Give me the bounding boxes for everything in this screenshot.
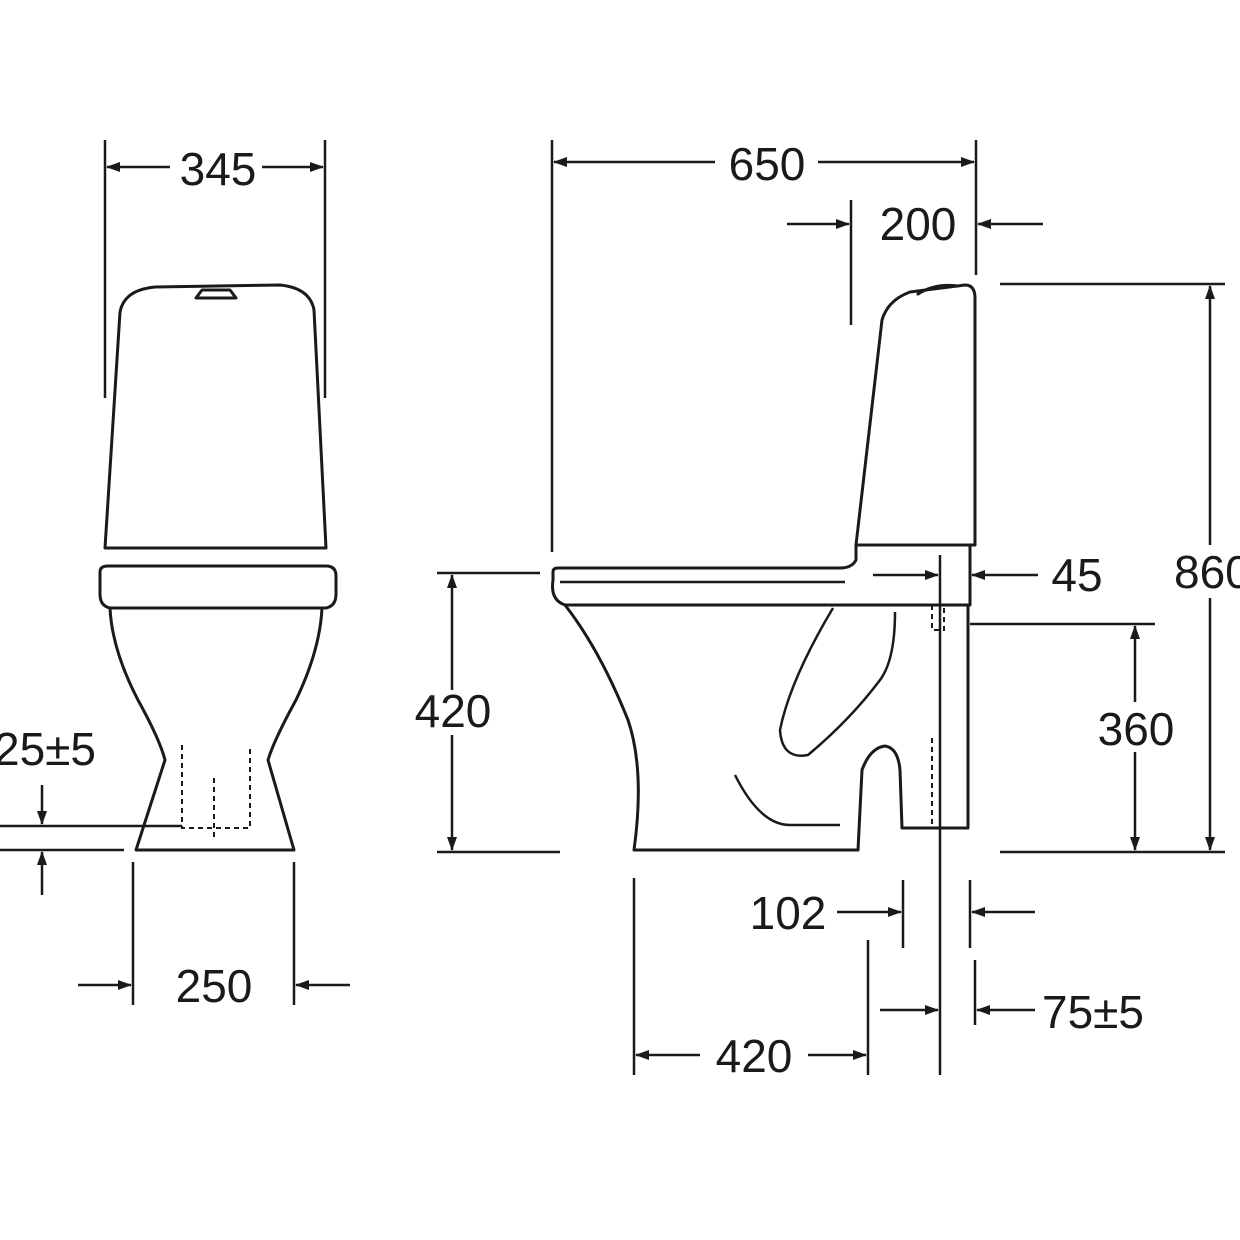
side-bowl — [563, 603, 970, 852]
dim-total-height: 860 — [1174, 546, 1240, 598]
dim-seat-height: 420 — [415, 685, 492, 737]
side-tank — [854, 283, 977, 547]
front-bowl — [108, 606, 324, 852]
front-view — [98, 283, 338, 852]
side-trapway — [778, 607, 897, 757]
dim-width-base: 250 — [176, 960, 253, 1012]
dim-inlet-height: 360 — [1098, 703, 1175, 755]
dim-length: 650 — [729, 138, 806, 190]
front-hidden-outlet — [181, 745, 251, 840]
dim-outlet-offset: 75±5 — [1042, 986, 1144, 1038]
side-flush-button — [916, 283, 960, 296]
dim-width-top: 345 — [180, 143, 257, 195]
dim-wall-gap: 45 — [1051, 549, 1102, 601]
dim-foot-length: 420 — [716, 1030, 793, 1082]
side-dimensions: 650 200 45 420 860 360 102 — [415, 138, 1240, 1082]
side-seat — [551, 543, 972, 607]
flush-button — [194, 288, 238, 300]
side-view — [551, 283, 977, 852]
dim-outlet-height: 25±5 — [0, 723, 96, 775]
side-hidden-bolt — [931, 605, 945, 631]
front-tank — [103, 283, 328, 550]
dim-tank-depth: 200 — [880, 198, 957, 250]
front-dimensions: 345 25±5 250 — [0, 140, 350, 1012]
front-seat — [98, 564, 338, 610]
side-inner-curve — [733, 774, 840, 827]
dim-outlet-gap: 102 — [750, 887, 827, 939]
